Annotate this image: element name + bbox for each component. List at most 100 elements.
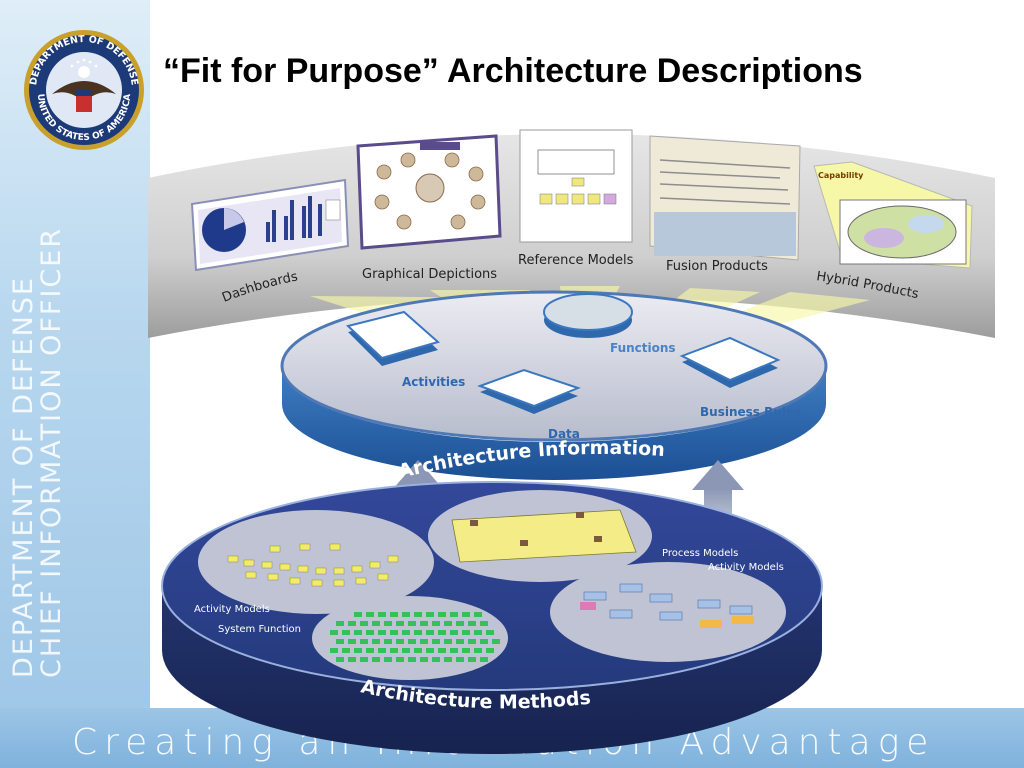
system-function-dot: [348, 621, 356, 626]
system-function-dot: [384, 657, 392, 662]
system-function-dot: [378, 630, 386, 635]
system-function-dot: [408, 639, 416, 644]
system-function-dot: [486, 630, 494, 635]
system-function-dot: [486, 648, 494, 653]
system-function-dot: [372, 621, 380, 626]
activity-models-right-label: Activity Models: [708, 562, 784, 573]
system-function-dot: [474, 648, 482, 653]
system-function-dot: [474, 630, 482, 635]
system-function-dot: [420, 657, 428, 662]
system-function-dot: [402, 630, 410, 635]
system-function-dot: [414, 648, 422, 653]
system-function-dot: [474, 612, 482, 617]
system-function-dot: [432, 639, 440, 644]
fusion-product-thumbnail: [649, 135, 801, 261]
data-label: Data: [548, 427, 580, 441]
system-function-dot: [450, 612, 458, 617]
activity-models-disc-right: [550, 562, 786, 662]
system-function-dot: [426, 648, 434, 653]
system-function-dot: [468, 657, 476, 662]
system-function-dot: [366, 630, 374, 635]
system-function-dot: [402, 648, 410, 653]
dod-seal-logo: DEPARTMENT OF DEFENSE UNITED STATES OF A…: [24, 30, 144, 150]
process-models-disc: [428, 490, 652, 582]
system-function-dot: [450, 630, 458, 635]
system-function-dot: [360, 639, 368, 644]
system-function-dot: [336, 657, 344, 662]
activities-shape: [345, 310, 441, 366]
dashboard-thumbnail: [190, 178, 350, 272]
system-function-dot: [444, 639, 452, 644]
product-label-fusion: Fusion Products: [666, 259, 768, 274]
system-function-dot: [480, 657, 488, 662]
system-function-dot: [396, 657, 404, 662]
system-function-dot: [438, 612, 446, 617]
system-function-dot: [366, 648, 374, 653]
system-function-dot: [396, 621, 404, 626]
system-function-dot: [492, 639, 500, 644]
system-function-dot: [450, 648, 458, 653]
functions-label: Functions: [610, 341, 676, 355]
system-function-dot: [366, 612, 374, 617]
system-function-dot: [336, 621, 344, 626]
system-function-dot: [408, 621, 416, 626]
system-function-dot: [456, 657, 464, 662]
system-function-dot: [402, 612, 410, 617]
system-function-dot: [354, 612, 362, 617]
system-function-dot: [348, 639, 356, 644]
system-function-dot: [360, 657, 368, 662]
system-function-dot: [378, 612, 386, 617]
system-function-dot: [414, 630, 422, 635]
hybrid-product-thumbnail: [813, 161, 973, 269]
business-rules-shape: [679, 336, 781, 388]
system-function-label: System Function: [218, 624, 301, 635]
system-function-dot: [330, 648, 338, 653]
system-function-disc: [312, 596, 508, 680]
system-function-dot: [468, 639, 476, 644]
system-function-dot: [336, 639, 344, 644]
system-function-dot: [426, 630, 434, 635]
system-function-dot: [384, 639, 392, 644]
system-function-dot: [342, 630, 350, 635]
activity-models-left-label: Activity Models: [194, 604, 270, 615]
system-function-dot: [390, 648, 398, 653]
system-function-dot: [372, 657, 380, 662]
product-label-graphical: Graphical Depictions: [362, 267, 497, 282]
system-function-dot: [354, 630, 362, 635]
capability-label: Capability: [818, 171, 864, 180]
system-function-dot: [438, 648, 446, 653]
activities-label: Activities: [402, 375, 465, 389]
system-function-dot: [420, 621, 428, 626]
system-function-dot: [348, 657, 356, 662]
business-rules-label: Business Rules: [700, 405, 801, 419]
system-function-dot: [462, 648, 470, 653]
system-function-dot: [480, 639, 488, 644]
system-function-dot: [438, 630, 446, 635]
activity-models-disc: [198, 510, 434, 614]
system-function-dot: [330, 630, 338, 635]
system-function-dot: [426, 612, 434, 617]
system-function-dot: [372, 639, 380, 644]
system-function-dot: [456, 639, 464, 644]
system-function-dot: [390, 630, 398, 635]
system-function-dot: [456, 621, 464, 626]
functions-shape: [543, 293, 633, 338]
system-function-dot: [354, 648, 362, 653]
system-function-dot: [462, 630, 470, 635]
system-function-dot: [408, 657, 416, 662]
information-platform-rim: [282, 366, 826, 480]
data-shape: [477, 368, 581, 414]
process-models-label: Process Models: [662, 548, 738, 559]
page-title: “Fit for Purpose” Architecture Descripti…: [163, 52, 863, 90]
methods-platform-rim: [162, 586, 822, 754]
system-function-dot: [480, 621, 488, 626]
system-function-dot: [468, 621, 476, 626]
system-function-dot: [342, 648, 350, 653]
system-function-dot: [384, 621, 392, 626]
system-function-dot: [396, 639, 404, 644]
system-function-dot: [432, 657, 440, 662]
system-function-dot: [360, 621, 368, 626]
graphical-depiction-thumbnail: [356, 134, 502, 250]
system-function-dot: [378, 648, 386, 653]
